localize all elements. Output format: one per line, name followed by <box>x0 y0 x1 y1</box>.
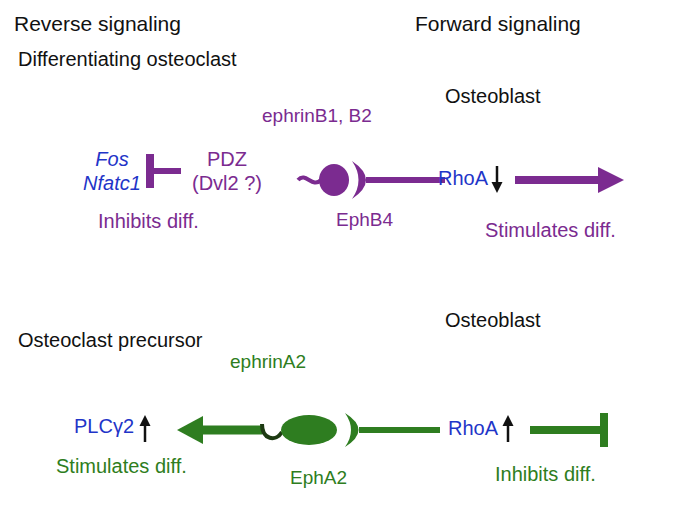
inhibit-bar <box>600 413 608 447</box>
protein-name: PLCγ2 <box>74 414 134 438</box>
up-arrow-head <box>503 415 514 426</box>
down-arrow-head <box>492 182 503 193</box>
gene-label: Fos Nfatc1 <box>80 147 144 195</box>
receptor-name: EphB4 <box>336 208 393 232</box>
cell-heading: Osteoblast <box>445 84 541 108</box>
stimulate-arrow-head <box>177 416 203 444</box>
up-arrow <box>507 424 510 442</box>
cell-body <box>345 336 683 516</box>
cell-fill <box>28 362 263 492</box>
inhibition-bar <box>146 154 154 188</box>
osteoclast-precursor-cell: PLCγ2Osteoclast precursorStimulates diff… <box>28 362 264 492</box>
stimulate-arrow-head <box>598 167 624 193</box>
effect-text: Inhibits diff. <box>495 462 596 486</box>
up-arrow <box>144 424 147 442</box>
effect-text: Stimulates diff. <box>56 454 187 478</box>
protein-name: RhoA <box>448 416 498 440</box>
cell-fill <box>345 78 683 270</box>
osteoblast-cell: RhoA OsteoblastStimulates diff. <box>345 78 683 270</box>
section-heading: Reverse signaling <box>14 12 181 36</box>
section-heading: Forward signaling <box>415 12 581 36</box>
stimulate-arrow <box>200 426 262 435</box>
ligand-name: ephrinA2 <box>230 350 306 374</box>
inhibition-connector <box>150 154 181 188</box>
ephrin-tail <box>262 424 282 438</box>
pdz-domain: PDZ (Dvl2 ?) <box>184 147 270 195</box>
connector-line <box>150 168 181 174</box>
effect-text: Stimulates diff. <box>485 218 616 242</box>
down-arrow <box>496 166 499 184</box>
inhibit-arrow <box>530 426 601 434</box>
eph-receptor <box>345 413 359 447</box>
osteoblast-cell: RhoAOsteoblastInhibits diff. <box>345 336 683 516</box>
stimulate-arrow <box>515 176 600 184</box>
rhoa-label: RhoA <box>438 166 488 190</box>
cell-heading: Differentiating osteoclast <box>18 47 237 71</box>
cell-heading: Osteoblast <box>445 308 541 332</box>
eph-receptor <box>352 161 366 199</box>
receptor-tail <box>359 427 440 433</box>
up-arrow-head <box>140 415 151 426</box>
effect-text: Inhibits diff. <box>98 209 199 233</box>
cell-fill <box>345 336 683 516</box>
domain-name: PDZ (Dvl2 ?) <box>184 147 270 195</box>
receptor-tail <box>366 177 445 183</box>
ligand-name: ephrinB1, B2 <box>262 104 372 128</box>
gene-name: Fos Nfatc1 <box>80 147 144 195</box>
protein-name: RhoA <box>438 166 488 190</box>
rhoa-label: RhoA <box>448 416 498 440</box>
ephrin-ligand <box>281 415 337 445</box>
receptor-name: EphA2 <box>290 466 347 490</box>
cell-heading: Osteoclast precursor <box>18 328 203 352</box>
plc-label: PLCγ2 <box>74 414 134 438</box>
ephrin-ligand <box>319 164 349 196</box>
ephrin-tail <box>298 177 321 182</box>
